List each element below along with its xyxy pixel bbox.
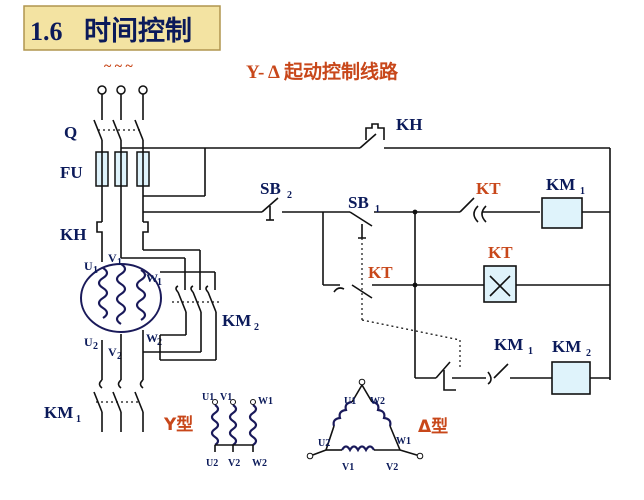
svg-text:1: 1 <box>157 277 162 288</box>
svg-text:V: V <box>108 345 117 359</box>
motor <box>80 263 162 333</box>
label-sb2-sub: 2 <box>287 190 292 201</box>
label-sb2: SB <box>260 179 281 198</box>
label-km1-contact: KM <box>494 335 523 354</box>
svg-text:W1: W1 <box>396 436 411 447</box>
label-fu: FU <box>60 163 83 182</box>
svg-text:V2: V2 <box>386 462 398 473</box>
delta-type-winding <box>306 378 424 460</box>
svg-text:U: U <box>84 335 93 349</box>
diagram-title-prefix: Y- <box>246 62 264 83</box>
y-type-terminal-labels: U1 V1 W1 U2 V2 W2 <box>202 392 273 469</box>
svg-text:1: 1 <box>93 265 98 276</box>
svg-text:W: W <box>146 271 158 285</box>
section-number: 1.6 <box>30 17 63 46</box>
label-kh-left: KH <box>60 225 86 244</box>
label-km1-coil: KM <box>546 175 575 194</box>
main-power-lines <box>93 94 240 262</box>
y-type-winding <box>210 399 258 452</box>
label-kt-mid: KT <box>368 263 393 282</box>
km1-coil <box>541 197 583 229</box>
svg-text:U1: U1 <box>202 392 214 403</box>
label-km1-contact-sub: 1 <box>528 346 533 357</box>
label-km2-coil: KM <box>552 337 581 356</box>
header-box <box>23 5 221 51</box>
diagram-title-text: 起动控制线路 <box>283 60 399 83</box>
svg-text:W2: W2 <box>252 458 267 469</box>
label-km2-coil-sub: 2 <box>586 348 591 359</box>
delta-type-terminal-labels: U1 W2 W1 V2 V1 U2 <box>318 396 411 473</box>
label-km2-left-sub: 2 <box>254 322 259 333</box>
motor-wiring <box>101 249 220 361</box>
svg-text:2: 2 <box>93 341 98 352</box>
svg-text:V1: V1 <box>220 392 232 403</box>
label-km1-left-sub: 1 <box>76 414 81 425</box>
label-sb1: SB <box>348 193 369 212</box>
label-kh-top: KH <box>396 115 422 134</box>
control-circuit <box>205 123 611 395</box>
y-type-label: Y型 <box>163 414 193 435</box>
kt-coil <box>483 265 517 303</box>
svg-text:U1: U1 <box>344 396 356 407</box>
km2-coil <box>551 361 591 395</box>
label-km1-coil-sub: 1 <box>580 186 585 197</box>
svg-text:W: W <box>146 331 158 345</box>
svg-text:W2: W2 <box>370 396 385 407</box>
svg-text:V1: V1 <box>342 462 354 473</box>
svg-text:2: 2 <box>117 351 122 362</box>
svg-text:V: V <box>108 251 117 265</box>
svg-text:W1: W1 <box>258 396 273 407</box>
delta-type-label: Δ型 <box>418 416 448 437</box>
label-km2-left: KM <box>222 311 251 330</box>
power-symbol: ~ ~ ~ <box>104 59 134 74</box>
svg-text:U: U <box>84 259 93 273</box>
label-q: Q <box>64 123 77 142</box>
diagram-title-delta: Δ <box>268 62 280 83</box>
section-title: 时间控制 <box>84 16 192 47</box>
label-sb1-sub: 1 <box>375 204 380 215</box>
svg-text:V2: V2 <box>228 458 240 469</box>
label-kt-coil: KT <box>488 243 513 262</box>
svg-text:1: 1 <box>117 257 122 268</box>
svg-text:U2: U2 <box>318 438 330 449</box>
label-kt-contact: KT <box>476 179 501 198</box>
km1-main-contacts <box>93 360 144 432</box>
label-km1-left: KM <box>44 403 73 422</box>
svg-text:U2: U2 <box>206 458 218 469</box>
power-terminals <box>97 85 148 95</box>
